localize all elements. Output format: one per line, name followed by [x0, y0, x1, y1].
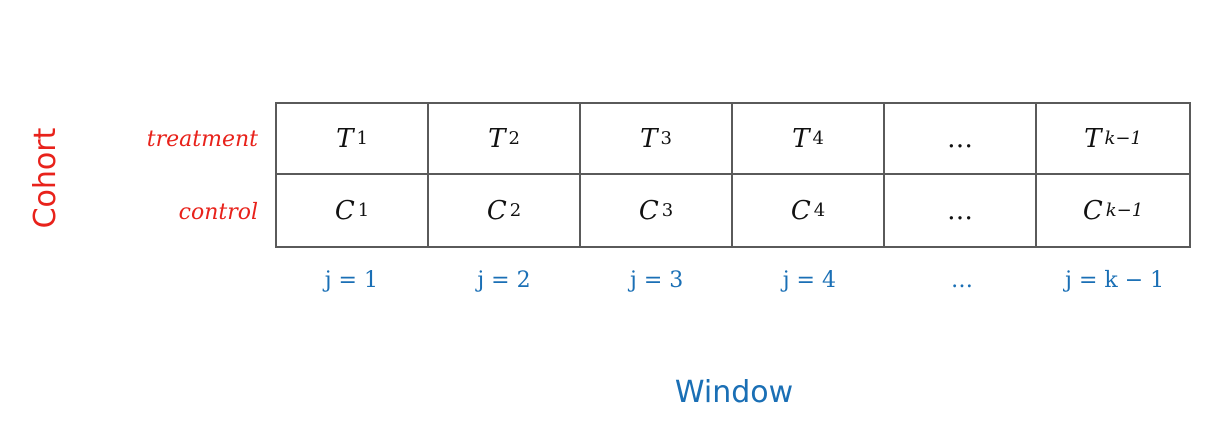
cell-superscript: 2 — [508, 128, 520, 149]
cohort-axis-title: Cohort — [28, 127, 63, 229]
window-axis-title: Window — [674, 375, 794, 410]
window-label-k-1: j = k − 1 — [1065, 268, 1165, 293]
cell-symbol: T — [336, 123, 354, 154]
ellipsis: … — [947, 195, 973, 226]
cell-symbol: T — [792, 123, 810, 154]
cell-superscript: 3 — [661, 200, 674, 221]
window-label-2: j = 2 — [477, 268, 531, 293]
cell-symbol: C — [790, 195, 811, 226]
cell-superscript: k−1 — [1104, 128, 1141, 149]
cell-symbol: C — [486, 195, 507, 226]
window-label-1: j = 1 — [324, 268, 378, 293]
cell-symbol: T — [488, 123, 506, 154]
row-label-control: control — [178, 200, 258, 225]
cell-control-ellipsis: … — [885, 175, 1037, 246]
ellipsis: … — [947, 123, 973, 154]
window-label-4: j = 4 — [782, 268, 836, 293]
cell-symbol: T — [640, 123, 658, 154]
cell-superscript: 4 — [812, 128, 824, 149]
window-index-labels: j = 1 j = 2 j = 3 j = 4 … j = k − 1 — [275, 268, 1191, 293]
cell-symbol: T — [1084, 123, 1102, 154]
cell-superscript: 2 — [509, 200, 522, 221]
row-label-treatment: treatment — [146, 127, 258, 152]
cell-superscript: 4 — [813, 200, 826, 221]
cell-symbol: C — [334, 195, 355, 226]
cell-superscript: 1 — [356, 128, 368, 149]
window-label-3: j = 3 — [630, 268, 684, 293]
window-label-ellipsis: … — [950, 268, 973, 293]
cell-superscript: 1 — [357, 200, 370, 221]
superscript-text: k−1 — [1105, 200, 1144, 221]
cell-symbol: C — [638, 195, 659, 226]
cell-superscript: k−1 — [1106, 200, 1143, 221]
superscript-text: k−1 — [1104, 128, 1142, 149]
cell-treatment-ellipsis: … — [885, 104, 1037, 175]
cell-symbol: C — [1082, 195, 1103, 226]
cell-superscript: 3 — [660, 128, 672, 149]
